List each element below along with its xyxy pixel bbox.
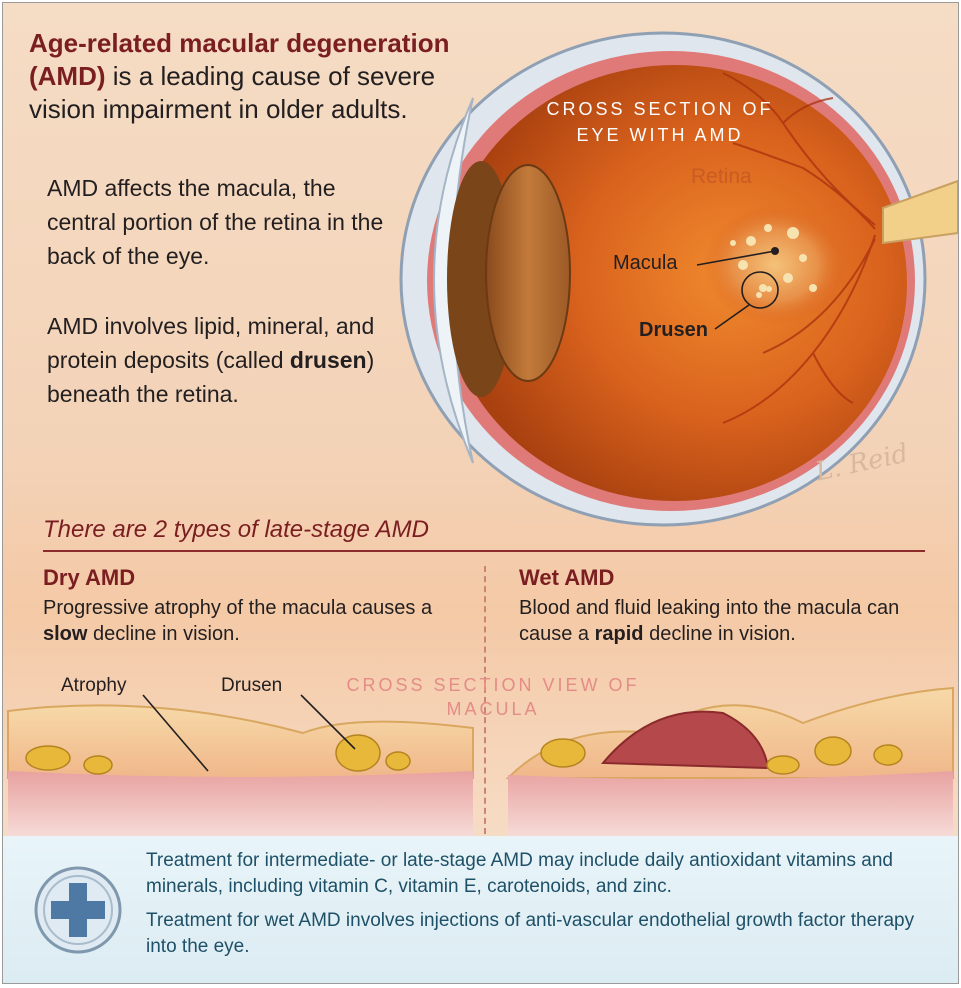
dry-amd-title: Dry AMD (43, 565, 136, 590)
types-heading-rule (43, 550, 925, 552)
treatment-line-1: Treatment for intermediate- or late-stag… (146, 850, 893, 897)
drusen-label: Drusen (639, 319, 708, 341)
eyeball-interior (443, 65, 907, 501)
dry-desc-bold: slow (43, 623, 88, 645)
optic-nerve (882, 179, 958, 245)
drusen-section-pointer (300, 694, 356, 750)
wet-desc-bold: rapid (594, 623, 644, 645)
headline-highlight: Age-related macular degeneration (AMD) (29, 28, 450, 91)
medical-cross-icon (34, 866, 122, 954)
lens (485, 164, 571, 382)
treatment-footer: Treatment for intermediate- or late-stag… (3, 836, 958, 983)
drusen-spots (730, 224, 817, 298)
dry-desc-before: Progressive atrophy of the macula causes… (43, 597, 433, 619)
macula-label: Macula (613, 252, 678, 274)
wet-blood-pool (600, 710, 770, 770)
macula-drusen (25, 734, 903, 775)
wet-desc-after: decline in vision. (643, 623, 796, 645)
headline-rest: is a leading cause of severe vision impa… (29, 61, 436, 124)
macula-cross-section (7, 686, 954, 838)
drusen-section-label: Drusen (221, 675, 283, 696)
macula-region (703, 205, 847, 325)
dry-amd-description: Progressive atrophy of the macula causes… (43, 595, 443, 647)
para2-after: ) beneath the retina. (47, 347, 375, 407)
dry-base-layer (8, 771, 473, 838)
wet-amd-title: Wet AMD (519, 565, 615, 590)
macula-section-title: CROSS SECTION VIEW OF MACULA (346, 675, 640, 719)
intro-paragraph-macula: AMD affects the macula, the central port… (47, 175, 384, 269)
para2-before: AMD involves lipid, mineral, and protein… (47, 313, 375, 373)
headline: Age-related macular degeneration (AMD) i… (29, 27, 499, 126)
wet-desc-before: Blood and fluid leaking into the macula … (519, 597, 900, 645)
intro-paragraph-drusen: AMD involves lipid, mineral, and protein… (47, 309, 392, 411)
drusen-pointer (714, 304, 750, 330)
eye-illustration-title: CROSS SECTION OF EYE WITH AMD (546, 99, 774, 145)
retinal-vessels (722, 72, 876, 424)
types-divider (484, 566, 486, 834)
para2-bold: drusen (289, 347, 367, 373)
types-heading: There are 2 types of late-stage AMD (43, 516, 429, 543)
macula-dot (771, 247, 779, 255)
atrophy-label: Atrophy (61, 675, 127, 696)
eye-illustration (399, 31, 958, 527)
drusen-callout-circle (741, 271, 779, 309)
wet-amd-description: Blood and fluid leaking into the macula … (519, 595, 919, 647)
retina-label: Retina (691, 165, 752, 188)
treatment-line-2: Treatment for wet AMD involves injection… (146, 910, 915, 957)
atrophy-pointer (142, 694, 209, 772)
wet-base-layer (508, 771, 953, 838)
macula-pointer (696, 250, 776, 266)
dry-desc-after: decline in vision. (87, 623, 240, 645)
